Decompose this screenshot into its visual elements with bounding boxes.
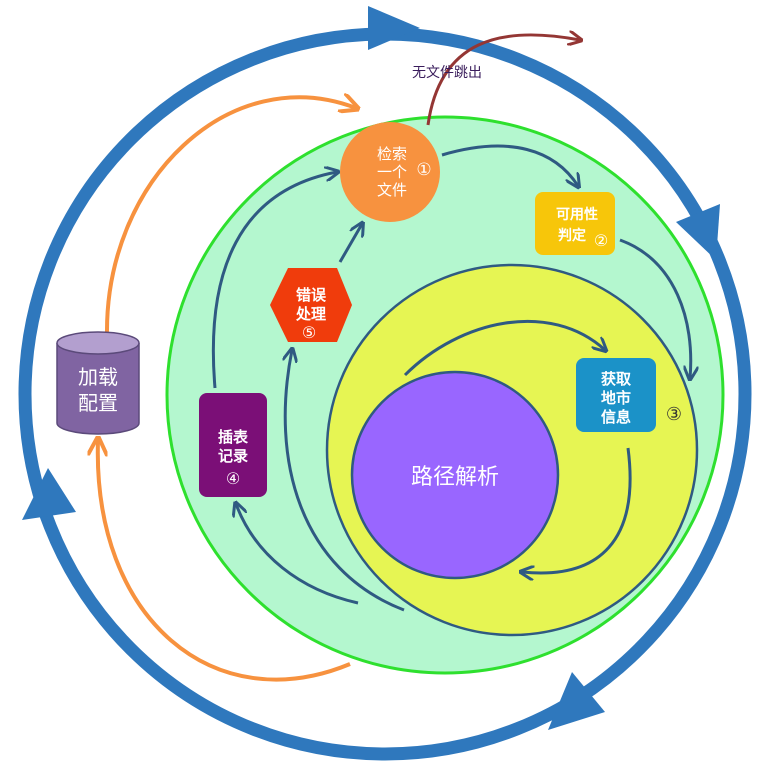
outer-ring-arrowhead-left bbox=[22, 468, 76, 520]
search-node-label-1: 检索 bbox=[377, 145, 407, 163]
usable-node-number: ② bbox=[594, 231, 608, 250]
parse-to-error-arrow bbox=[285, 350, 405, 612]
error-node-number: ⑤ bbox=[302, 323, 316, 342]
config-to-search-arrow bbox=[104, 97, 356, 336]
insert-to-search-arrow bbox=[211, 172, 337, 389]
city-to-parse-arrow bbox=[522, 447, 632, 573]
no-file-exit-arrow bbox=[426, 35, 580, 126]
usability-check-node: 可用性 判定 ② bbox=[535, 192, 615, 255]
path-parse-circle bbox=[350, 370, 560, 580]
insert-node-label-2: 记录 bbox=[218, 447, 248, 465]
config-node-label-1: 加载 bbox=[78, 365, 118, 389]
error-to-search-arrow bbox=[338, 224, 362, 263]
parse-to-insert-arrow bbox=[236, 504, 359, 605]
usable-node-label-1: 可用性 bbox=[556, 206, 598, 223]
usable-to-city-arrow bbox=[619, 238, 691, 378]
config-node-label-2: 配置 bbox=[78, 391, 118, 415]
no-file-exit-label: 无文件跳出 bbox=[412, 65, 482, 81]
city-node-number: ③ bbox=[666, 404, 682, 425]
insert-node-label-1: 插表 bbox=[218, 428, 249, 446]
usable-node-label-2: 判定 bbox=[558, 227, 586, 244]
insert-node-number: ④ bbox=[226, 469, 240, 488]
error-node-label-1: 错误 bbox=[296, 286, 327, 304]
yellow-inner-arrow bbox=[403, 319, 605, 377]
city-node-label-1: 获取 bbox=[601, 370, 632, 388]
load-config-node: 加载 配置 bbox=[56, 331, 140, 435]
city-info-node: 获取 地市 信息 bbox=[576, 358, 656, 432]
outer-ring-arrowhead-bottom bbox=[548, 672, 605, 730]
bottom-to-config-arrow bbox=[98, 440, 351, 682]
path-parse-label: 路径解析 bbox=[411, 465, 499, 490]
city-node-label-3: 信息 bbox=[601, 408, 631, 426]
error-handling-node: 错误 处理 ⑤ bbox=[270, 268, 352, 342]
outer-ring-arrowhead-top bbox=[368, 6, 420, 50]
outer-ring-arrowhead-right bbox=[676, 204, 720, 260]
insert-record-node: 插表 记录 ④ bbox=[199, 393, 267, 497]
error-node-label-2: 处理 bbox=[295, 305, 326, 323]
search-to-usable-arrow bbox=[441, 144, 578, 186]
search-file-node: 检索 一个 文件 ① bbox=[340, 122, 440, 222]
search-node-number: ① bbox=[416, 160, 431, 180]
search-node-label-3: 文件 bbox=[377, 181, 407, 199]
search-node-label-2: 一个 bbox=[377, 163, 407, 181]
city-node-label-2: 地市 bbox=[601, 389, 631, 407]
